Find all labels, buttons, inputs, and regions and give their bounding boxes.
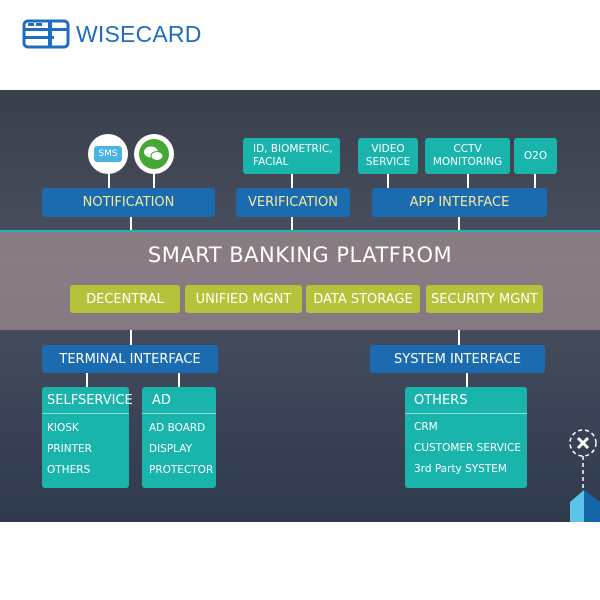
card-ad: AD AD BOARD DISPLAY PROTECTOR [142, 387, 216, 488]
card-others: OTHERS CRM CUSTOMER SERVICE 3rd Party SY… [405, 387, 527, 488]
verification-box: VERIFICATION [236, 188, 350, 217]
connector [130, 217, 132, 230]
platform-band [0, 230, 600, 330]
card-selfservice: SELFSERVICE KIOSK PRINTER OTHERS [42, 387, 133, 488]
connector [108, 174, 110, 188]
wechat-icon [134, 134, 174, 174]
module-unified-mgnt: UNIFIED MGNT [185, 285, 302, 313]
connector [387, 174, 389, 188]
card-item: CRM [414, 421, 438, 433]
card-item: CUSTOMER SERVICE [414, 442, 521, 454]
notification-box: NOTIFICATION [42, 188, 215, 217]
connector [153, 174, 155, 188]
connector [458, 330, 460, 345]
sms-icon: SMS [88, 134, 128, 174]
system-interface-box: SYSTEM INTERFACE [370, 345, 545, 373]
card-item: DISPLAY [149, 443, 193, 455]
decorative-arrow-icon [569, 429, 600, 522]
connector [458, 217, 460, 230]
card-title: AD [142, 387, 216, 414]
wisecard-logo-icon [22, 19, 70, 49]
module-decentral: DECENTRAL [70, 285, 180, 313]
card-title: OTHERS [405, 387, 527, 414]
connector [130, 330, 132, 345]
logo: WISECARD [22, 18, 202, 50]
platform-title: SMART BANKING PLATFROM [147, 243, 453, 267]
card-item: 3rd Party SYSTEM [414, 463, 507, 475]
card-title: SELFSERVICE [42, 387, 133, 414]
card-item: PROTECTOR [149, 464, 214, 476]
sms-label: SMS [94, 146, 122, 162]
connector [534, 174, 536, 188]
brand-name: WISECARD [76, 20, 202, 47]
terminal-interface-box: TERMINAL INTERFACE [42, 345, 218, 373]
module-security-mgnt: SECURITY MGNT [426, 285, 543, 313]
card-item: AD BOARD [149, 422, 206, 434]
app-item-video-service: VIDEO SERVICE [358, 138, 418, 174]
connector [466, 373, 468, 387]
connector [467, 174, 469, 188]
connector [86, 373, 88, 387]
app-item-cctv: CCTV MONITORING [425, 138, 510, 174]
app-item-o2o: O2O [514, 138, 557, 174]
module-data-storage: DATA STORAGE [306, 285, 420, 313]
card-item: PRINTER [47, 443, 92, 455]
connector [178, 373, 180, 387]
verification-item: ID, BIOMETRIC, FACIAL [243, 138, 340, 174]
card-item: OTHERS [47, 464, 91, 476]
app-interface-box: APP INTERFACE [372, 188, 547, 217]
card-item: KIOSK [47, 422, 79, 434]
